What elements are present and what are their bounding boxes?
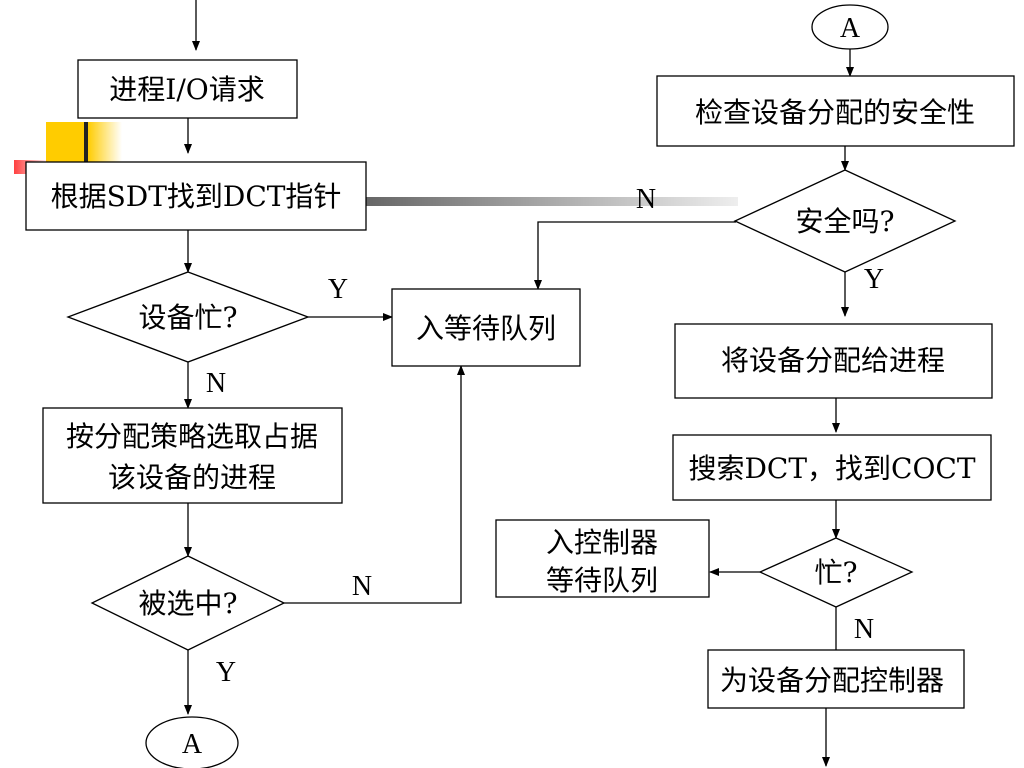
connector-a-right [811,4,889,50]
label-safe-no: N [636,184,656,215]
io-request-label: 进程I/O请求 [109,73,264,106]
search-dct-box [672,434,992,501]
edges [184,0,854,767]
edge-selected-no-to-wait-queue [284,365,465,604]
edge-safe-no-to-wait-queue [534,221,736,290]
device-busy-diamond [66,271,310,363]
label-safe-yes: Y [864,264,884,295]
controller-busy-diamond [758,537,914,608]
controller-queue-line2: 等待队列 [546,564,658,597]
gray-shaded-connector [366,197,738,206]
find-dct-label: 根据SDT找到DCT指针 [51,180,342,213]
nodes: 进程I/O请求 根据SDT找到DCT指针 设备忙? 按分配策略选取占据 该设备的… [25,4,1015,768]
label-selected-no: N [352,571,372,602]
selected-label: 被选中? [138,587,237,620]
check-safety-box [656,75,1015,147]
label-busy-no: N [206,368,226,399]
wait-queue-box [391,288,581,367]
black-accent-bar [84,122,88,162]
io-request-box [77,59,298,119]
select-process-line1: 按分配策略选取占据 [66,420,318,453]
safe-label: 安全吗? [795,205,894,238]
allocate-device-label: 将设备分配给进程 [721,344,945,377]
wait-queue-label: 入等待队列 [416,312,556,345]
select-process-box [42,407,343,504]
check-safety-label: 检查设备分配的安全性 [695,96,975,129]
find-dct-box [25,161,367,231]
label-busy-yes: Y [328,274,348,305]
connector-a-left [145,716,239,768]
safe-diamond [733,169,957,273]
device-busy-label: 设备忙? [138,301,237,334]
allocate-controller-box [707,649,965,709]
search-dct-label: 搜索DCT，找到COCT [688,452,975,485]
allocate-controller-label: 为设备分配控制器 [720,664,944,697]
select-process-line2: 该设备的进程 [108,461,276,494]
controller-busy-label: 忙? [814,556,857,589]
connector-a-left-label: A [182,729,203,760]
allocate-device-box [674,323,993,399]
branch-labels: Y N N Y N Y N [206,184,884,688]
label-controller-no: N [854,614,874,645]
controller-queue-line1: 入控制器 [546,526,658,559]
selected-diamond [90,555,286,651]
label-selected-yes: Y [216,657,236,688]
connector-a-right-label: A [840,13,861,44]
controller-queue-box [495,519,710,598]
